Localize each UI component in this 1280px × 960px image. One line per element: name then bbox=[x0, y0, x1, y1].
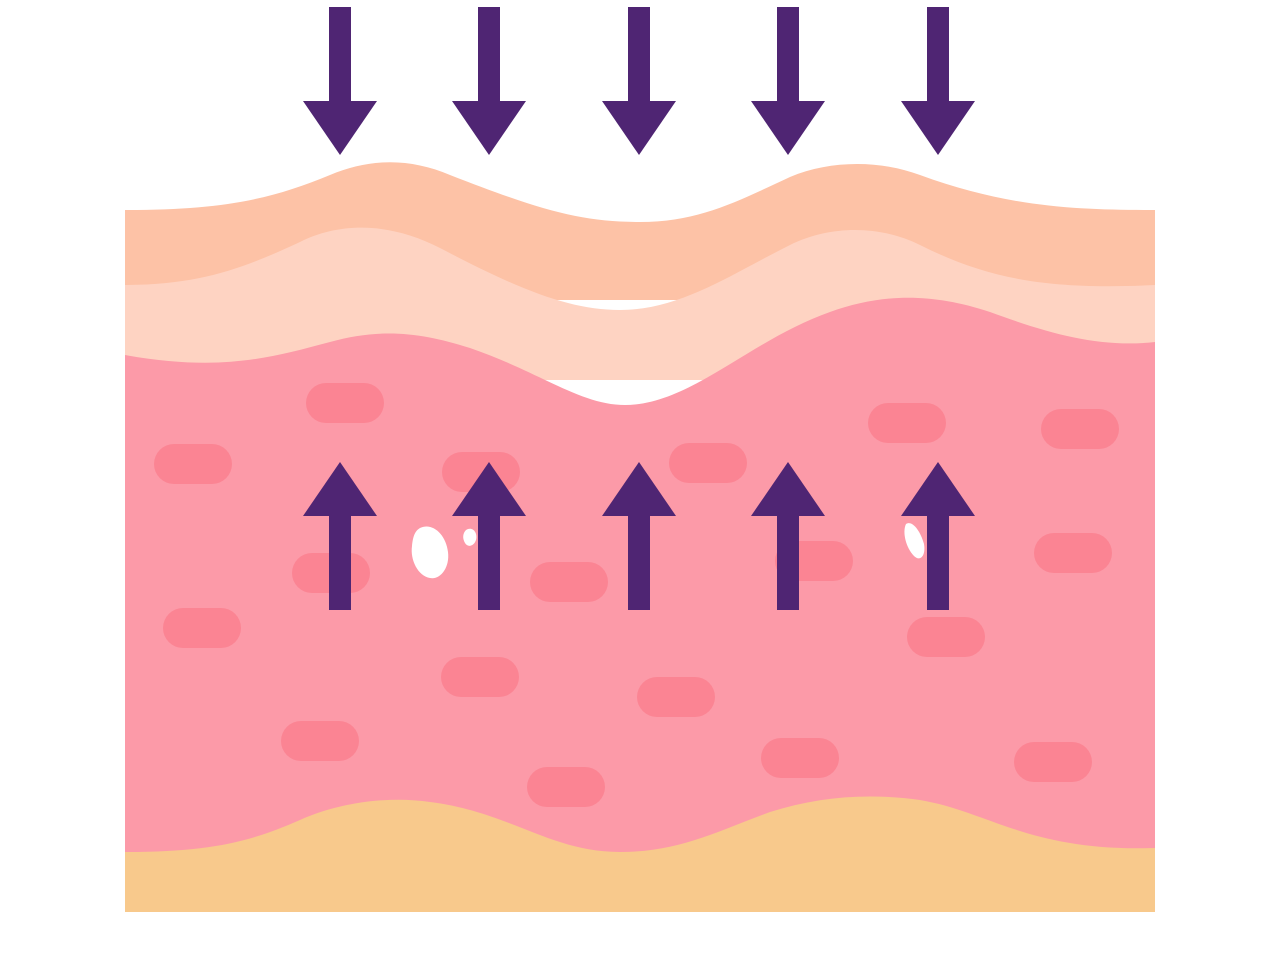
dermis-cell bbox=[281, 721, 359, 761]
arrow-up-icon bbox=[751, 462, 825, 610]
dermis-cell bbox=[1034, 533, 1112, 573]
dermis-cell bbox=[669, 443, 747, 483]
highlight-blob bbox=[463, 528, 477, 546]
hypodermis-layer bbox=[125, 796, 1155, 912]
dermis-cell bbox=[868, 403, 946, 443]
arrow-down-icon bbox=[901, 7, 975, 155]
dermis-cell bbox=[907, 617, 985, 657]
dermis-cell bbox=[637, 677, 715, 717]
arrow-up-icon bbox=[602, 462, 676, 610]
dermis-cell bbox=[306, 383, 384, 423]
downward-arrows bbox=[303, 7, 975, 155]
upward-arrows bbox=[303, 462, 975, 610]
dermis-cell bbox=[441, 657, 519, 697]
highlight-blob bbox=[411, 526, 449, 579]
dermis-cell bbox=[1014, 742, 1092, 782]
highlight-blob bbox=[904, 523, 925, 559]
dermis-cell bbox=[154, 444, 232, 484]
dermis-cell bbox=[530, 562, 608, 602]
arrow-down-icon bbox=[452, 7, 526, 155]
arrow-down-icon bbox=[602, 7, 676, 155]
dermis-cell bbox=[1041, 409, 1119, 449]
arrow-up-icon bbox=[452, 462, 526, 610]
dermis-cell bbox=[761, 738, 839, 778]
dermis-cell bbox=[527, 767, 605, 807]
arrow-down-icon bbox=[303, 7, 377, 155]
dermis-highlights bbox=[330, 516, 925, 579]
arrow-down-icon bbox=[751, 7, 825, 155]
dermis-cell bbox=[163, 608, 241, 648]
arrow-up-icon bbox=[901, 462, 975, 610]
arrow-up-icon bbox=[303, 462, 377, 610]
